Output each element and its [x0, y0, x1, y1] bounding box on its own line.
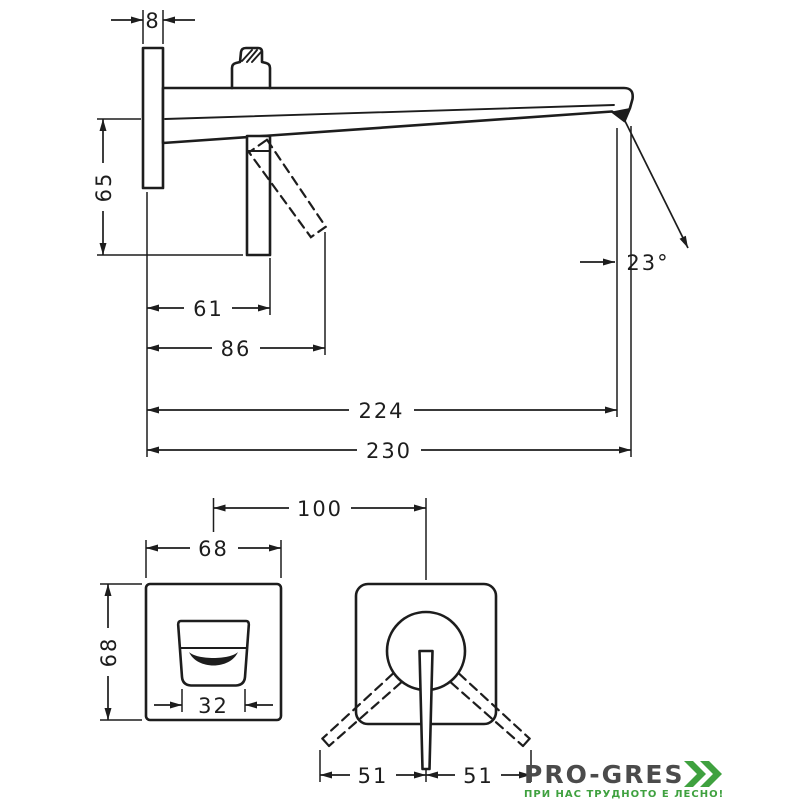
spout-front-shape — [176, 619, 251, 687]
dim-32-label: 32 — [198, 694, 229, 718]
handle-lever-shape — [418, 649, 434, 771]
spout-taper-line — [164, 104, 615, 120]
dim-plate-thickness-label: 8 — [145, 9, 160, 33]
dim-61-label: 61 — [193, 297, 224, 321]
cartridge-detail-shape — [230, 46, 272, 90]
dim-86-label: 86 — [221, 337, 252, 361]
dim-100-label: 100 — [297, 497, 343, 521]
dim-68-width-label: 68 — [198, 537, 229, 561]
dim-handle-swing-51-51: 51 51 — [319, 750, 532, 788]
dim-total-projection-230: 230 — [147, 126, 632, 463]
dim-height-65-label: 65 — [92, 172, 116, 203]
aerator-shape — [612, 108, 630, 121]
brand-name-label: PRO-GRES — [524, 760, 685, 789]
handle-swing-dashed-shape — [247, 138, 328, 239]
side-view: 8 23° — [92, 9, 689, 463]
spout-profile-shape — [161, 86, 634, 145]
dim-plate-thickness: 8 — [111, 9, 195, 44]
front-view-spout-plate: 68 68 32 — [97, 536, 283, 722]
dim-spout-reach-224: 224 — [147, 128, 618, 423]
front-view-handle-plate: 100 51 51 — [212, 496, 532, 788]
dim-plate-width-68: 68 — [145, 536, 282, 578]
brand-chevrons-icon — [684, 761, 722, 787]
dim-plate-height-68: 68 — [97, 583, 142, 721]
handle-lever-dashed-left — [321, 672, 403, 748]
dim-center-distance-100: 100 — [212, 496, 427, 580]
spout-outlet-shape — [189, 652, 238, 666]
handle-lever-dashed-right — [449, 672, 531, 748]
water-stream-line — [624, 120, 689, 249]
handle-shape — [245, 134, 272, 257]
dim-51-right-label: 51 — [463, 764, 494, 788]
dim-230-label: 230 — [366, 439, 412, 463]
wall-plate-shape — [141, 46, 165, 190]
dim-68-height-label: 68 — [97, 637, 121, 668]
dim-handle-reach-61: 61 — [147, 258, 271, 321]
dim-spout-width-32: 32 — [154, 689, 273, 718]
dim-handle-swing-reach-86: 86 — [147, 232, 326, 361]
brand-watermark: PRO-GRES ПРИ НАС ТРУДНОТО Е ЛЕСНО! — [524, 760, 724, 800]
brand-tagline-label: ПРИ НАС ТРУДНОТО Е ЛЕСНО! — [524, 789, 724, 800]
dim-51-left-label: 51 — [358, 764, 389, 788]
dim-224-label: 224 — [358, 399, 404, 423]
stream-angle-annotation: 23° — [580, 120, 689, 275]
dim-stream-angle-label: 23° — [626, 251, 669, 275]
dim-height-65: 65 — [92, 118, 243, 256]
